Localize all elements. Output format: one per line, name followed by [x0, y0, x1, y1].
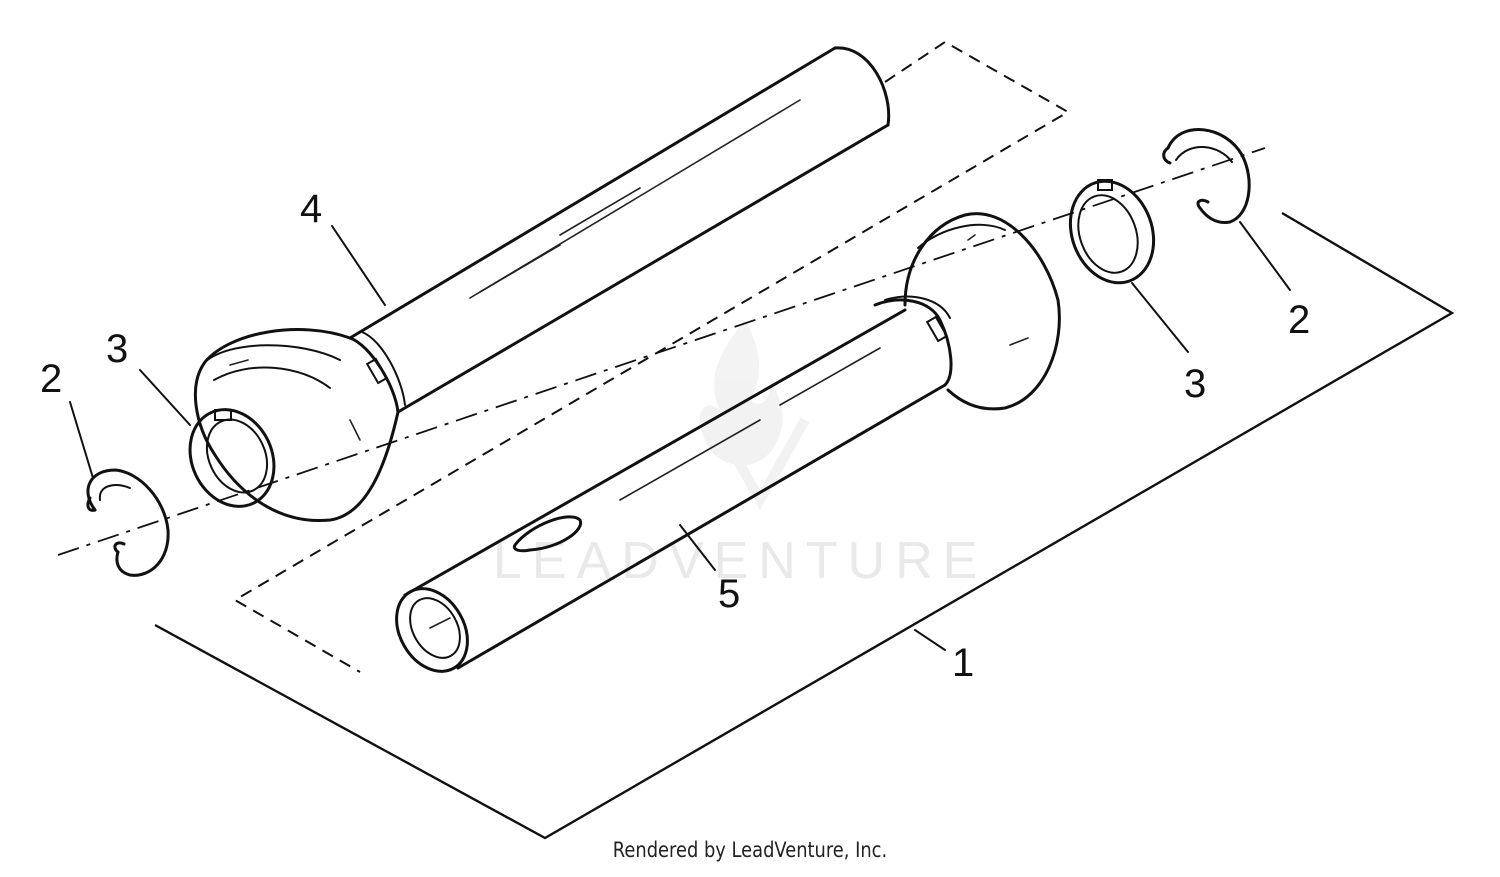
callout-1: 1	[952, 641, 974, 685]
leader-1	[914, 629, 946, 651]
callout-3-right: 3	[1184, 362, 1206, 406]
leader-2-right	[1239, 221, 1291, 291]
part-2-left-snap-ring	[86, 468, 170, 577]
callouts: 2 3 4 5 1 3 2	[40, 187, 1310, 685]
callout-3-left: 3	[106, 327, 128, 371]
callout-5: 5	[718, 572, 740, 616]
callout-2-right: 2	[1288, 298, 1310, 342]
part-4-outer-shaft	[188, 46, 891, 523]
assembly-outline	[154, 211, 1455, 840]
watermark-text: LEADVENTURE	[493, 532, 987, 590]
leader-4	[331, 225, 386, 306]
part-3-right-bearing	[1068, 179, 1156, 285]
watermark-flame-icon	[700, 320, 810, 511]
leader-lines	[69, 221, 1291, 651]
assembly-axis	[57, 147, 1266, 556]
leader-5	[679, 524, 716, 571]
leader-2-left	[69, 401, 94, 479]
leader-3-left	[139, 369, 191, 426]
dashed-outline	[233, 40, 1070, 673]
leader-3-right	[1131, 282, 1189, 353]
callout-2-left: 2	[40, 357, 62, 401]
watermark: LEADVENTURE	[493, 320, 987, 590]
part-2-right-snap-ring	[1162, 128, 1251, 225]
credit-text: Rendered by LeadVenture, Inc.	[612, 838, 888, 862]
part-5-inner-shaft	[395, 212, 1061, 673]
callout-4: 4	[300, 187, 322, 231]
